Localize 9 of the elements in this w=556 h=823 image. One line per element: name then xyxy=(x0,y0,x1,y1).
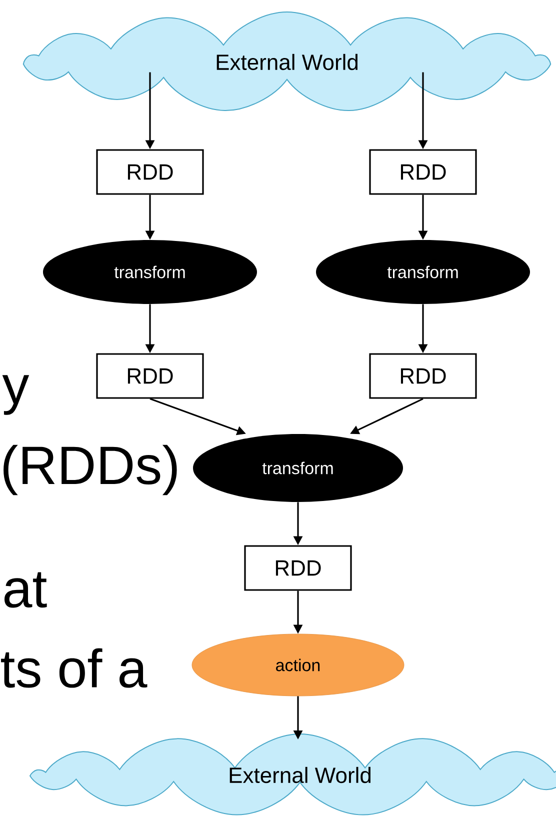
rdd-box: RDD xyxy=(369,149,477,195)
rdd-box: RDD xyxy=(244,545,352,591)
slide-text: (RDDs) xyxy=(4,444,177,496)
slide-text: ts of a xyxy=(1,648,148,688)
slide-text: y xyxy=(2,375,30,415)
rdd-box: RDD xyxy=(96,353,204,399)
slide-text: at xyxy=(4,572,47,608)
rdd-box: RDD xyxy=(96,149,204,195)
rdd-box: RDD xyxy=(369,353,477,399)
